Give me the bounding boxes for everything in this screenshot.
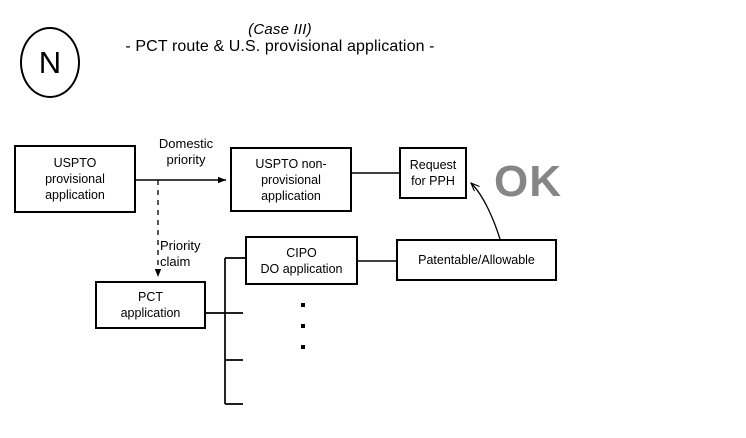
status-label-ok: OK xyxy=(494,157,562,206)
box-request-for-pph[interactable]: Request for PPH xyxy=(399,147,467,199)
box-line: USPTO non- xyxy=(255,156,327,171)
box-line: provisional xyxy=(45,172,105,186)
box-line: PCT xyxy=(137,290,163,304)
box-uspto-non-provisional-application[interactable]: USPTO non- provisional application xyxy=(230,147,352,212)
continuation-dot xyxy=(301,345,305,349)
box-pct-application[interactable]: PCT application xyxy=(95,281,206,329)
box-line: DO application xyxy=(260,261,343,276)
continuation-dot xyxy=(301,324,305,328)
case-badge-circle: N xyxy=(20,27,80,98)
box-patentable-allowable[interactable]: Patentable/Allowable xyxy=(396,239,557,281)
box-line: provisional xyxy=(261,172,321,187)
page-subtitle: - PCT route & U.S. provisional applicati… xyxy=(125,38,435,55)
box-line: USPTO xyxy=(53,156,97,170)
box-line: for PPH xyxy=(411,174,455,188)
box-line: CIPO xyxy=(286,245,317,260)
continuation-dot xyxy=(301,303,305,307)
edge-label-domestic-priority: Domestic priority xyxy=(158,136,214,168)
box-line: application xyxy=(261,188,321,203)
box-line: application xyxy=(120,306,181,320)
box-uspto-provisional-application[interactable]: USPTO provisional application xyxy=(14,145,136,213)
case-title: (Case III) xyxy=(248,21,312,38)
box-line: application xyxy=(45,188,105,202)
edge-label-priority-claim: Priority claim xyxy=(160,238,201,270)
box-cipo-do-application[interactable]: CIPO DO application xyxy=(245,236,358,285)
box-line: Patentable/Allowable xyxy=(418,253,535,267)
box-line: Request xyxy=(409,158,457,172)
case-badge-letter: N xyxy=(38,45,62,80)
